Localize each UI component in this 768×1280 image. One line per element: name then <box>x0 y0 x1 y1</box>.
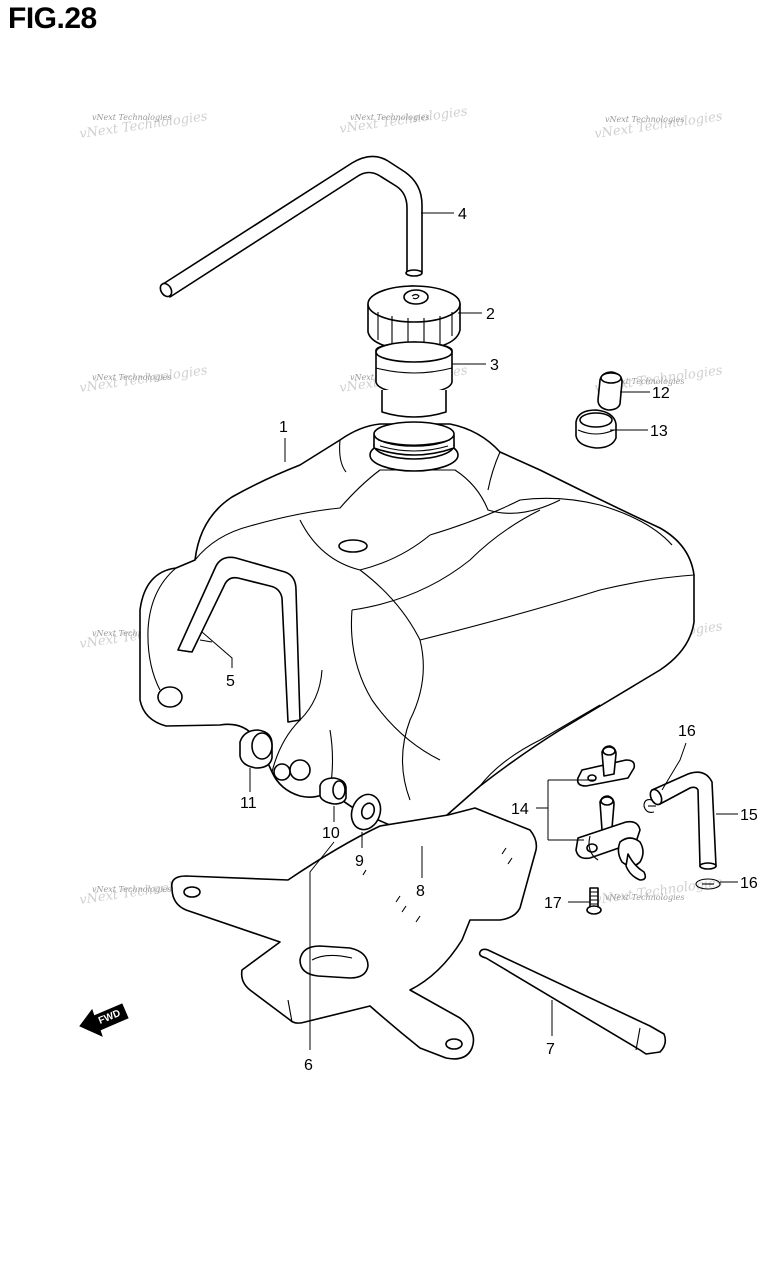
part-2-fuel-cap <box>367 285 461 351</box>
part-14-fuel-cock <box>575 745 647 881</box>
watermark: vNext Technologies vNext Technologies <box>78 109 208 142</box>
figure-title: FIG.28 <box>8 2 97 35</box>
callout-12: 12 <box>652 385 670 402</box>
callout-15: 15 <box>740 807 758 824</box>
part-1-fuel-tank <box>139 421 695 834</box>
svg-text:vNext Technologies: vNext Technologies <box>92 373 171 382</box>
leader-lines <box>201 212 738 1050</box>
callout-11: 11 <box>240 795 257 812</box>
part-16-clip-upper <box>643 799 656 813</box>
callout-14: 14 <box>511 801 529 818</box>
callout-4: 4 <box>458 206 467 223</box>
callout-2: 2 <box>486 306 495 323</box>
svg-text:vNext Technologies: vNext Technologies <box>92 629 171 638</box>
svg-text:vNext Technologies: vNext Technologies <box>605 377 684 386</box>
fwd-direction-arrow: FWD <box>79 1003 129 1037</box>
svg-text:vNext Technologies: vNext Technologies <box>350 113 429 122</box>
callout-5: 5 <box>226 673 235 690</box>
part-12-spacer <box>597 371 623 411</box>
callout-9: 9 <box>355 853 364 870</box>
part-6-mounting-plate <box>170 807 538 1060</box>
part-10-collar <box>319 777 347 805</box>
part-4-breather-hose <box>159 155 423 298</box>
callout-13: 13 <box>650 423 668 440</box>
callout-16-upper: 16 <box>678 723 696 740</box>
part-17-screw <box>586 887 602 915</box>
part-9-washer <box>350 793 382 831</box>
callout-17: 17 <box>544 895 562 912</box>
watermark: vNext Technologies vNext Technologies <box>593 109 723 142</box>
svg-text:vNext Technologies: vNext Technologies <box>92 885 171 894</box>
watermark: vNext Technologies vNext Technologies <box>338 104 468 137</box>
part-13-grommet <box>575 409 617 449</box>
svg-text:vNext Technologies: vNext Technologies <box>92 113 171 122</box>
callout-7: 7 <box>546 1041 555 1058</box>
watermark: vNext Technologies vNext Technologies <box>593 875 723 908</box>
svg-text:vNext Technologies: vNext Technologies <box>605 115 684 124</box>
callout-3: 3 <box>490 357 499 374</box>
part-15-fuel-hose <box>649 771 717 870</box>
watermark: vNext Technologies vNext Technologies <box>78 363 208 396</box>
svg-text:vNext Technologies: vNext Technologies <box>593 875 723 908</box>
part-7-strap <box>478 948 667 1055</box>
part-16-clip-lower <box>695 878 721 890</box>
part-3-filler-neck <box>375 341 453 418</box>
callout-10: 10 <box>322 825 340 842</box>
callout-6: 6 <box>304 1057 313 1074</box>
svg-text:vNext Technologies: vNext Technologies <box>605 893 684 902</box>
part-5-bracket <box>177 556 301 723</box>
callout-8: 8 <box>416 883 425 900</box>
callout-1: 1 <box>279 419 288 436</box>
part-11-grommet <box>239 729 273 769</box>
callout-16-lower: 16 <box>740 875 758 892</box>
callout-labels: 4 2 3 1 5 12 13 11 10 9 8 6 7 14 15 16 1… <box>226 206 758 1074</box>
